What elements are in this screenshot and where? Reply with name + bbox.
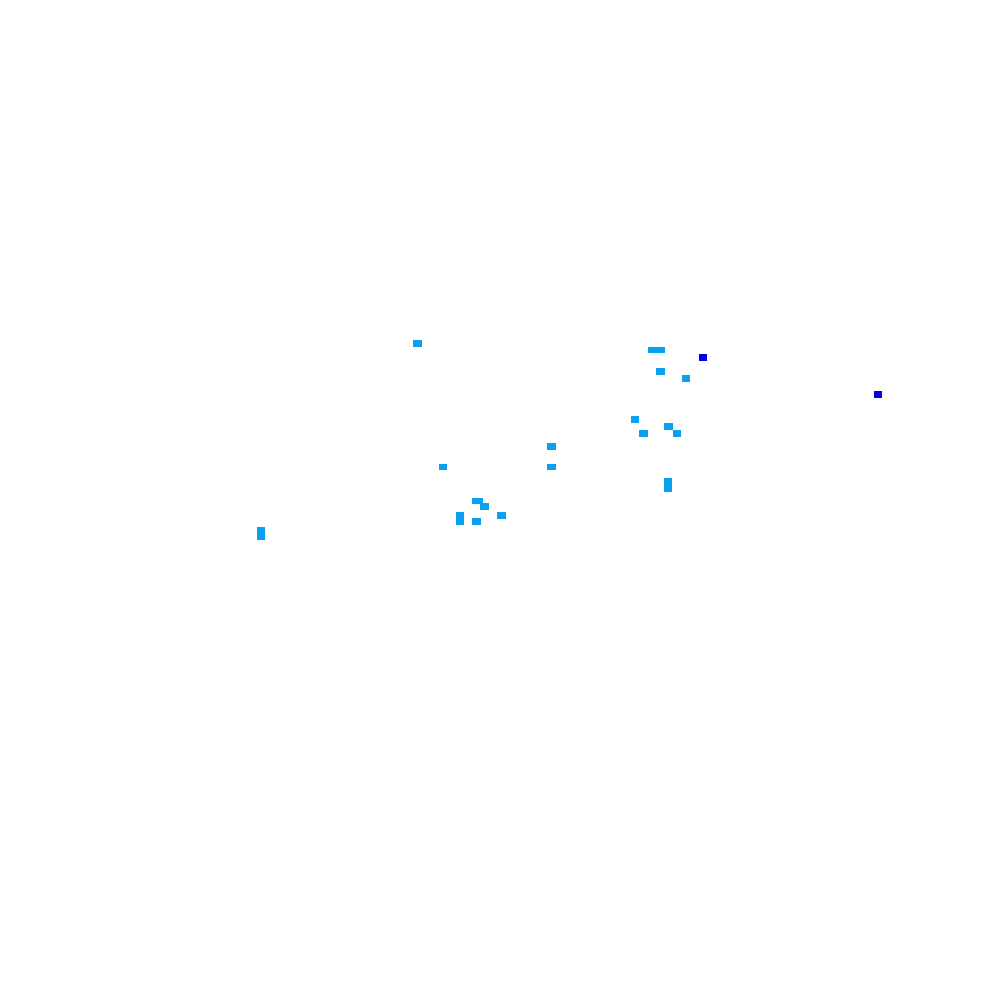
light-mark-8 xyxy=(673,430,681,437)
light-mark-4 xyxy=(682,375,690,382)
light-mark-12 xyxy=(664,478,672,492)
light-mark-2 xyxy=(648,347,665,353)
light-mark-14 xyxy=(480,503,489,510)
dark-mark-1 xyxy=(699,354,707,361)
light-mark-9 xyxy=(547,443,556,450)
light-mark-5 xyxy=(631,416,639,423)
light-mark-18 xyxy=(257,527,265,540)
light-mark-15 xyxy=(497,512,506,519)
light-mark-16 xyxy=(456,512,464,525)
light-mark-7 xyxy=(664,423,673,430)
light-mark-10 xyxy=(547,464,556,470)
light-mark-17 xyxy=(472,518,481,525)
light-mark-3 xyxy=(656,368,665,375)
dark-marks xyxy=(699,354,882,398)
dark-mark-2 xyxy=(874,391,882,398)
light-mark-11 xyxy=(439,464,447,470)
light-mark-1 xyxy=(413,340,422,347)
light-mark-6 xyxy=(639,430,648,437)
light-mark-13 xyxy=(472,498,483,504)
light-marks xyxy=(257,340,690,540)
